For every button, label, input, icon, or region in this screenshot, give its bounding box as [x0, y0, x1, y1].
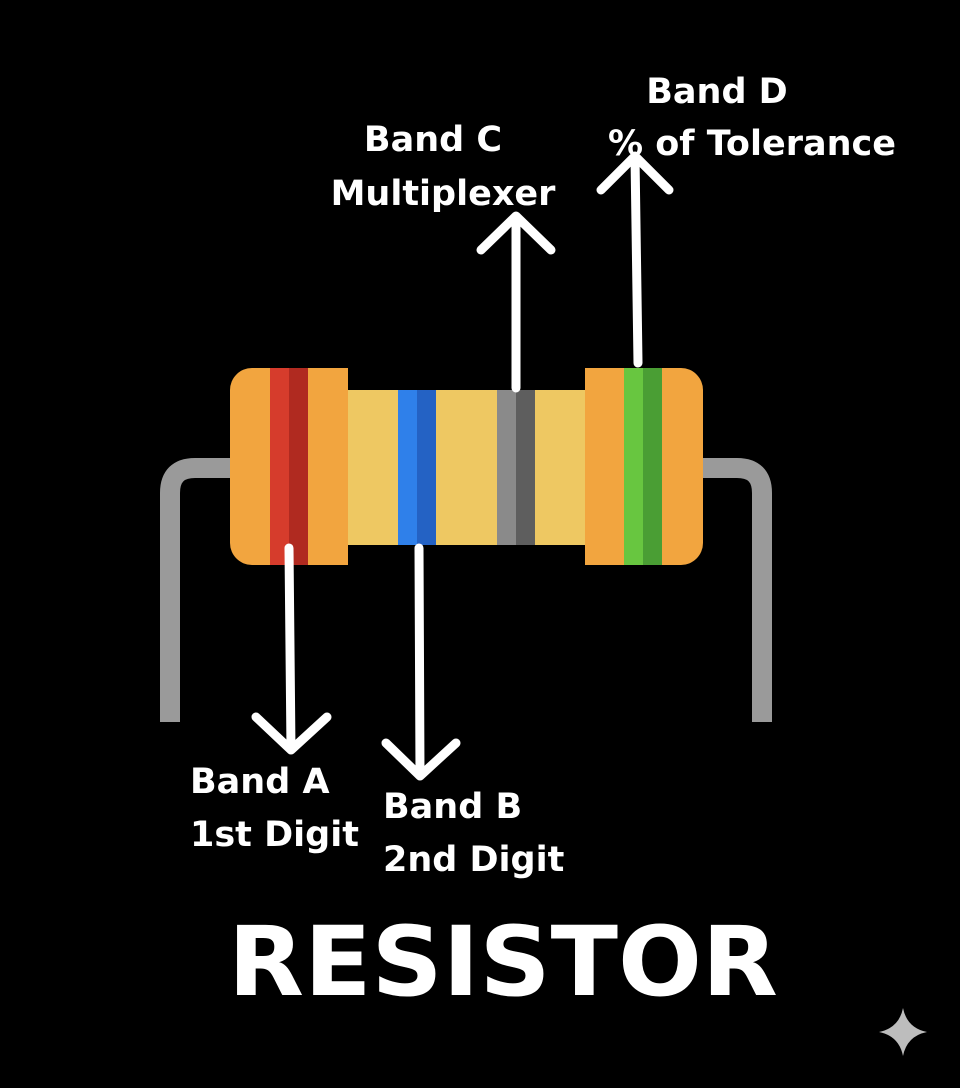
band-d: [624, 368, 662, 565]
band-d-name: Band D: [646, 72, 788, 112]
band-c-desc: Multiplexer: [331, 174, 557, 214]
arrow-band-a: [251, 543, 332, 755]
right-lead: [700, 458, 772, 722]
diagram-title: RESISTOR: [228, 906, 778, 1018]
band-b-name: Band B: [383, 787, 522, 827]
band-a: [270, 368, 308, 565]
arrow-band-b: [381, 543, 461, 781]
arrow-band-c: [476, 211, 556, 393]
band-c-name: Band C: [364, 120, 502, 160]
left-lead: [160, 458, 232, 722]
band-a-desc: 1st Digit: [190, 815, 359, 855]
arrow-band-d: [596, 151, 674, 368]
sparkle-icon: [879, 1008, 927, 1056]
band-b: [398, 390, 436, 545]
resistor-body: [345, 390, 588, 545]
band-c: [497, 390, 535, 545]
band-a-name: Band A: [190, 762, 330, 802]
band-d-desc: % of Tolerance: [608, 124, 896, 164]
band-b-desc: 2nd Digit: [383, 840, 564, 880]
